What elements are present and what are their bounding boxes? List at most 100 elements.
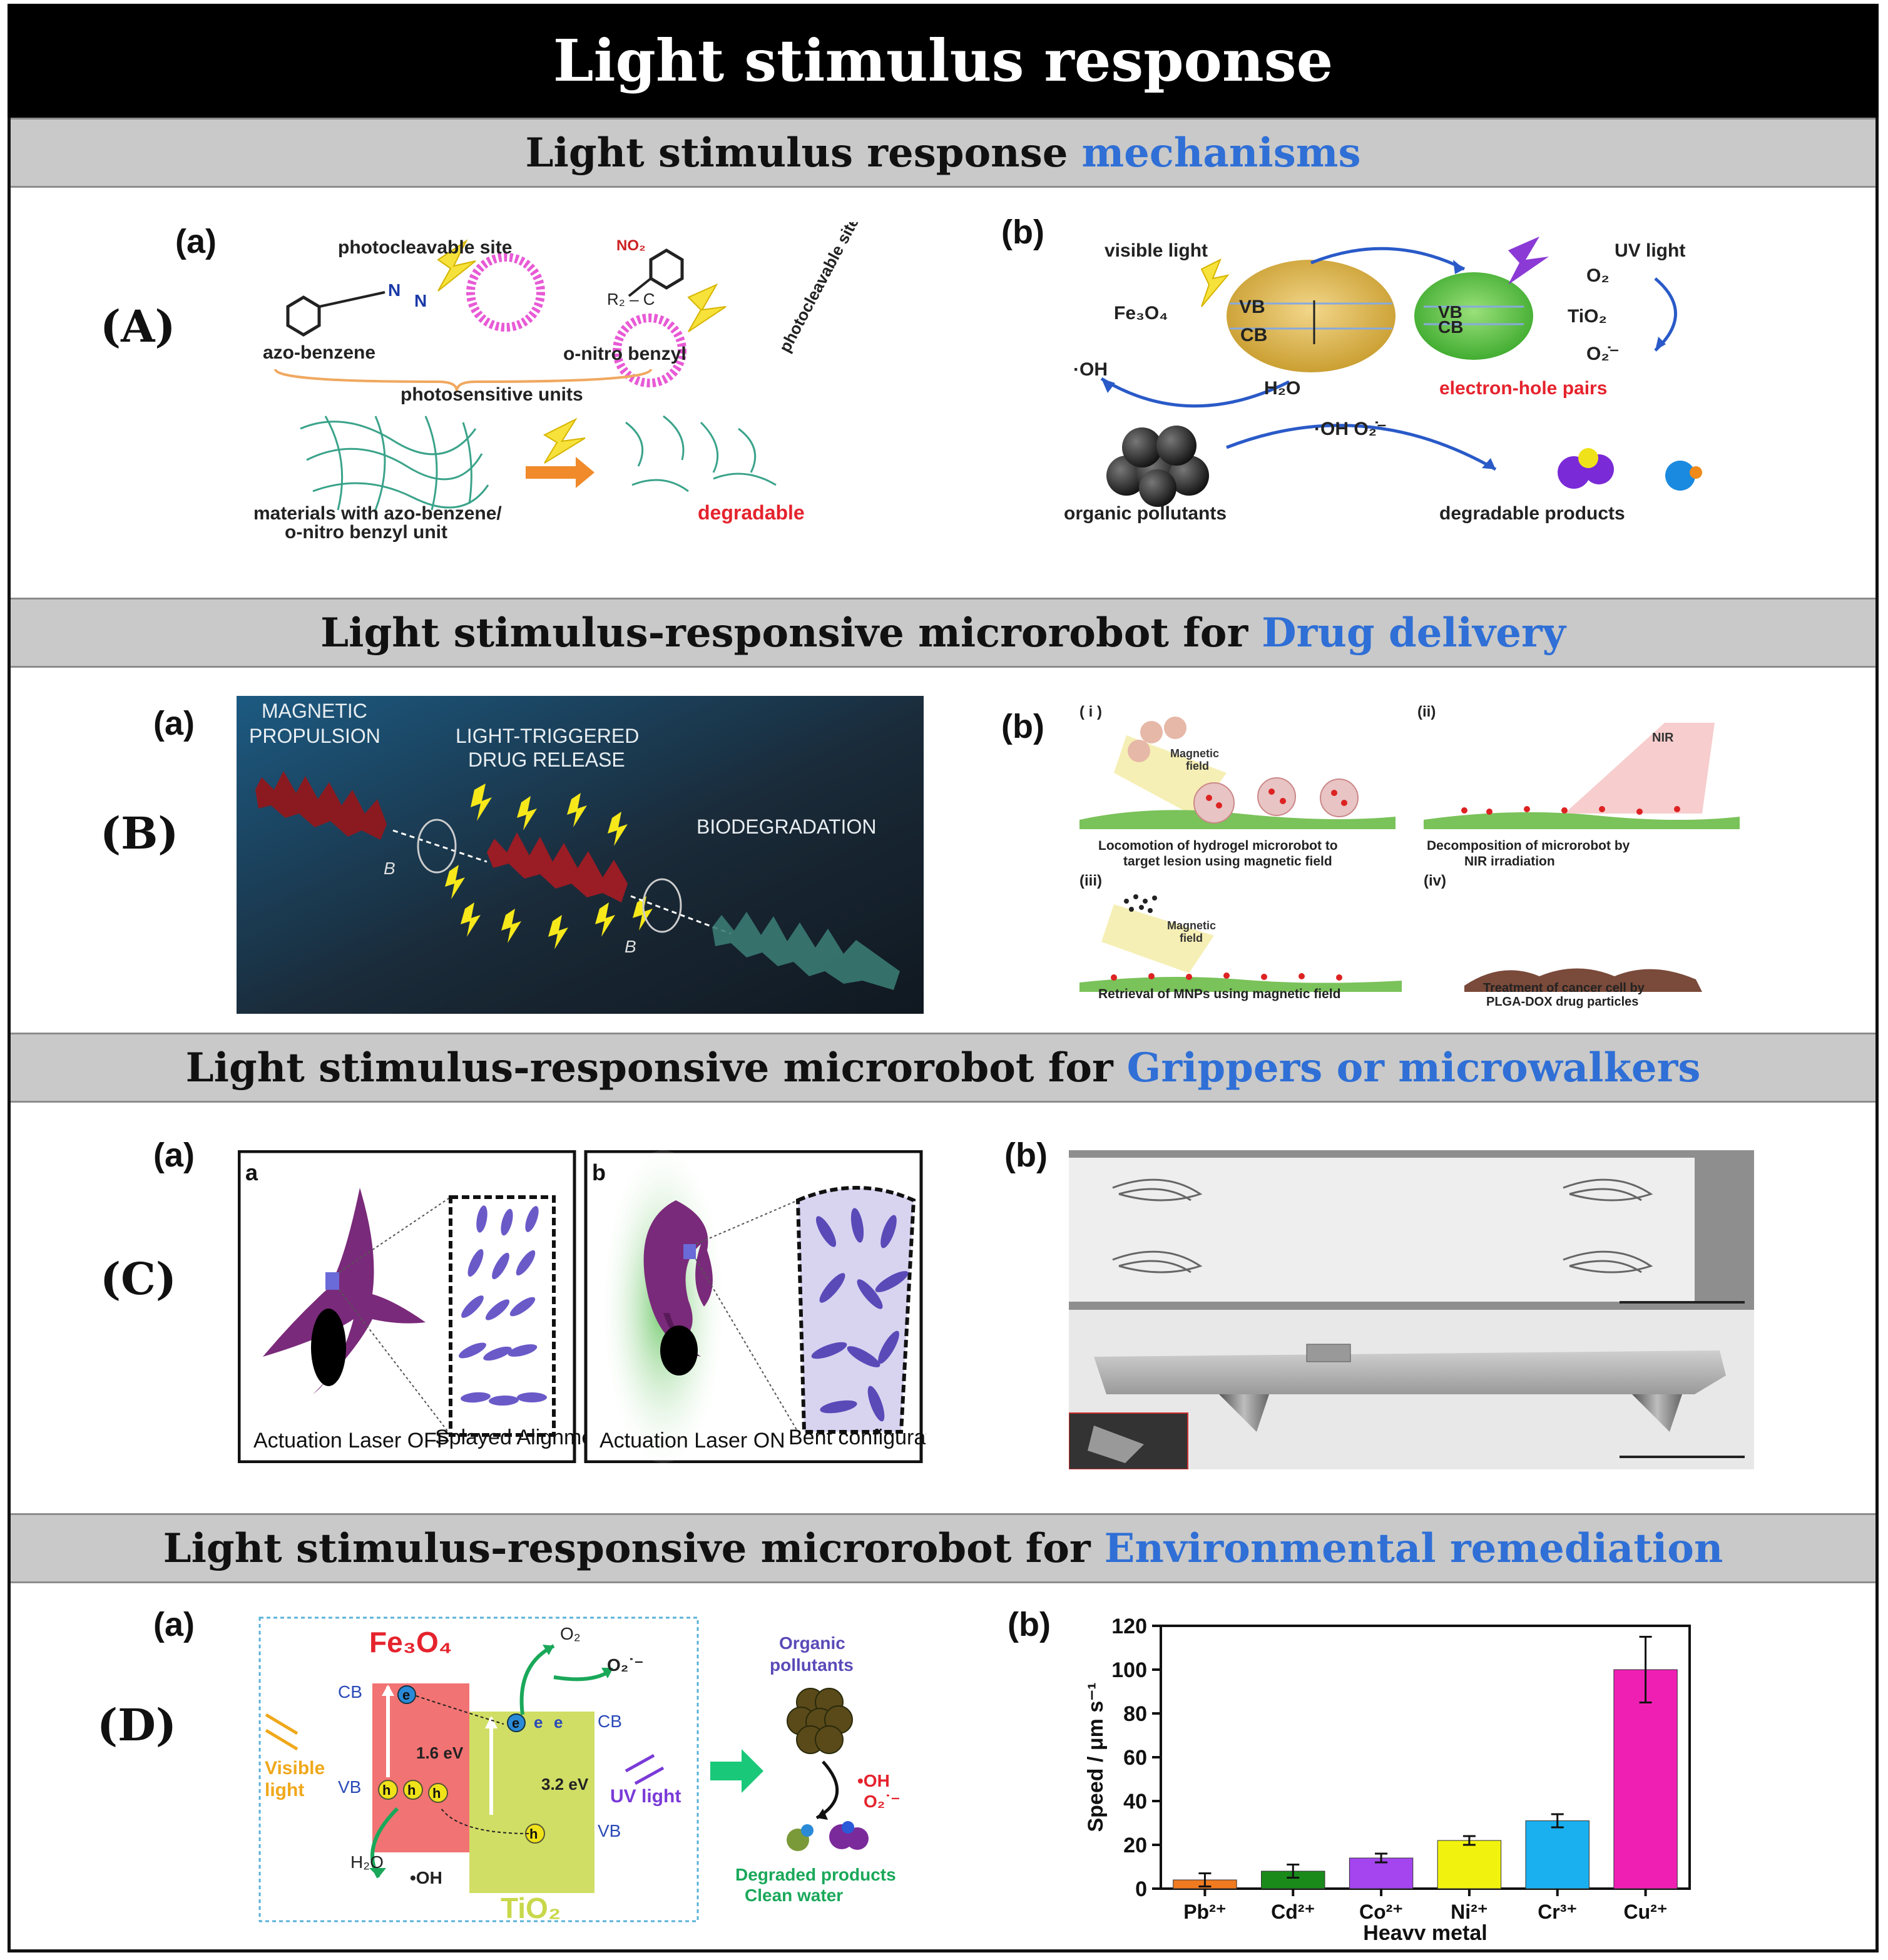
vb-label-ti: VB [598, 1821, 621, 1840]
sem-side-body [1094, 1350, 1726, 1394]
panel-a-b-diagram: visible light Fe₃O₄ VB CB VB CB UV light… [1064, 237, 1702, 524]
degraded-helix [712, 912, 900, 990]
y-tick-label: 60 [1123, 1746, 1147, 1770]
svg-text:N: N [388, 280, 401, 300]
y-tick-label: 120 [1111, 1615, 1147, 1638]
zoom-marker [325, 1272, 339, 1290]
row-letter-b: (B) [100, 807, 179, 859]
panel-c-b-sem-image [1069, 1150, 1754, 1469]
splayed-label: Splayed Alignment [435, 1426, 611, 1449]
azo-bond [319, 291, 385, 308]
oh-label-d: •OH [410, 1868, 442, 1887]
y-tick-label: 100 [1111, 1658, 1147, 1682]
electron-arrow [1310, 247, 1466, 271]
panel-d-a-diagram: Fe₃O₄ CB VB CB VB 1.6 eV 3.2 eV e e e e … [258, 1616, 900, 1924]
visible-light-arrows [265, 1713, 299, 1751]
degradable-products-icon [1558, 448, 1702, 491]
section-header-c-prefix: Light stimulus-responsive microrobot for [185, 1044, 1113, 1091]
x-tick-label: Cu²⁺ [1623, 1901, 1667, 1923]
sublabel-d-a: (a) [153, 1606, 195, 1643]
mag-field-text-2a: Magnetic [1167, 919, 1216, 932]
photosensitive-units-label: photosensitive units [401, 384, 583, 405]
oh-o2-label: ·OH O₂̇⁻ [1314, 419, 1387, 439]
svg-text:R₂ – C: R₂ – C [607, 290, 655, 309]
y-tick-label: 80 [1123, 1702, 1147, 1726]
splayed-mesogens [458, 1205, 547, 1406]
sublabel-d-b: (b) [1008, 1606, 1051, 1643]
electron-hole-pairs-label: electron-hole pairs [1439, 378, 1607, 399]
laser-on-label: Actuation Laser ON [600, 1429, 785, 1452]
fe3o4-title: Fe₃O₄ [369, 1626, 452, 1658]
sublabel-c-a: (a) [153, 1136, 195, 1174]
bars [1173, 1636, 1678, 1889]
hole-label-2: h [407, 1782, 416, 1798]
gap-1-label: 1.6 eV [416, 1743, 464, 1762]
light-triggered-label: LIGHT-TRIGGERED [456, 725, 639, 747]
electrons: e e e e [397, 1685, 563, 1732]
materials-label-2: o-nitro benzyl unit [285, 522, 447, 543]
pollutants-label-d: pollutants [770, 1655, 854, 1675]
fe3o4-particle [1227, 260, 1396, 372]
materials-label-1: materials with azo-benzene/ [253, 503, 502, 524]
tissue-i [1079, 810, 1396, 829]
section-header-a-prefix: Light stimulus response [525, 129, 1068, 176]
section-header-b-highlight: Drug delivery [1262, 609, 1566, 656]
hole-label-1: h [382, 1782, 390, 1798]
row-letter-a: (A) [100, 300, 176, 352]
page-title: Light stimulus response [8, 4, 1879, 118]
tio2-label: TiO₂ [1568, 306, 1607, 327]
visible-light-label: visible light [1105, 240, 1208, 261]
uv-label-d: UV light [610, 1786, 681, 1807]
onitro-benzyl-label: o-nitro benzyl [563, 344, 686, 364]
o2-label: O₂ [1586, 265, 1610, 286]
bar [1525, 1820, 1589, 1889]
svg-text:N: N [414, 291, 427, 310]
black-target-2 [660, 1325, 698, 1376]
oh-label-d2: •OH [857, 1771, 890, 1790]
y-tick-label: 0 [1135, 1877, 1147, 1901]
h2o-label-d: H₂O [350, 1852, 384, 1872]
caption-iii: Retrieval of MNPs using magnetic field [1098, 987, 1340, 1001]
section-header-b: Light stimulus-responsive microrobot for… [11, 598, 1875, 668]
azo-nanoparticle [466, 253, 545, 332]
light-label-d: light [265, 1780, 304, 1800]
bent-mesogens [811, 1208, 909, 1422]
step-i-label: ( i ) [1079, 703, 1102, 720]
bent-label: Bent configuration [788, 1426, 926, 1449]
hydrogel-robots-i [1193, 777, 1359, 824]
cancer-cells [1464, 968, 1702, 992]
uv-lightning-icon [1508, 237, 1549, 285]
organic-pollutants-label: organic pollutants [1064, 503, 1227, 524]
holes: h h h h [378, 1780, 545, 1844]
section-header-c: Light stimulus-responsive microrobot for… [11, 1033, 1875, 1103]
drug-release-label: DRUG RELEASE [468, 748, 625, 771]
fe3o4-label: Fe₃O₄ [1114, 303, 1168, 324]
azo-benzene-label: azo-benzene [263, 342, 375, 363]
mag-field-text-2b: field [1180, 932, 1203, 944]
oh-label: ·OH [1073, 359, 1108, 380]
x-tick-label: Pb²⁺ [1183, 1901, 1226, 1923]
row-letter-d: (D) [97, 1699, 176, 1751]
brace [274, 369, 652, 392]
y-tick-label: 40 [1123, 1790, 1147, 1814]
rotation-ring-2 [642, 878, 682, 933]
polymer-network [300, 416, 489, 511]
panel-c-a-diagram: a Actuation Laser OFF Splayed Align [238, 1150, 926, 1463]
lightning-icon [687, 283, 727, 332]
hole-label-3: h [432, 1785, 441, 1801]
gap-2-label: 3.2 eV [541, 1775, 589, 1794]
degradable-label: degradable [698, 501, 805, 524]
caption-i-2: target lesion using magnetic field [1123, 854, 1332, 869]
degraded-products-icon [787, 1821, 869, 1851]
vb-label: VB [1239, 297, 1265, 317]
transform-arrow [526, 457, 594, 488]
svg-text:NO₂: NO₂ [616, 237, 646, 254]
y-axis-label: Speed / μm s⁻¹ [1084, 1682, 1108, 1832]
gripper-closed [643, 1200, 713, 1357]
onitro-nanoparticle [613, 314, 686, 387]
mag-field-text-1a: Magnetic [1170, 747, 1219, 760]
step-iv-label: (iv) [1424, 872, 1446, 889]
organic-pollutant-cluster [1106, 426, 1209, 507]
